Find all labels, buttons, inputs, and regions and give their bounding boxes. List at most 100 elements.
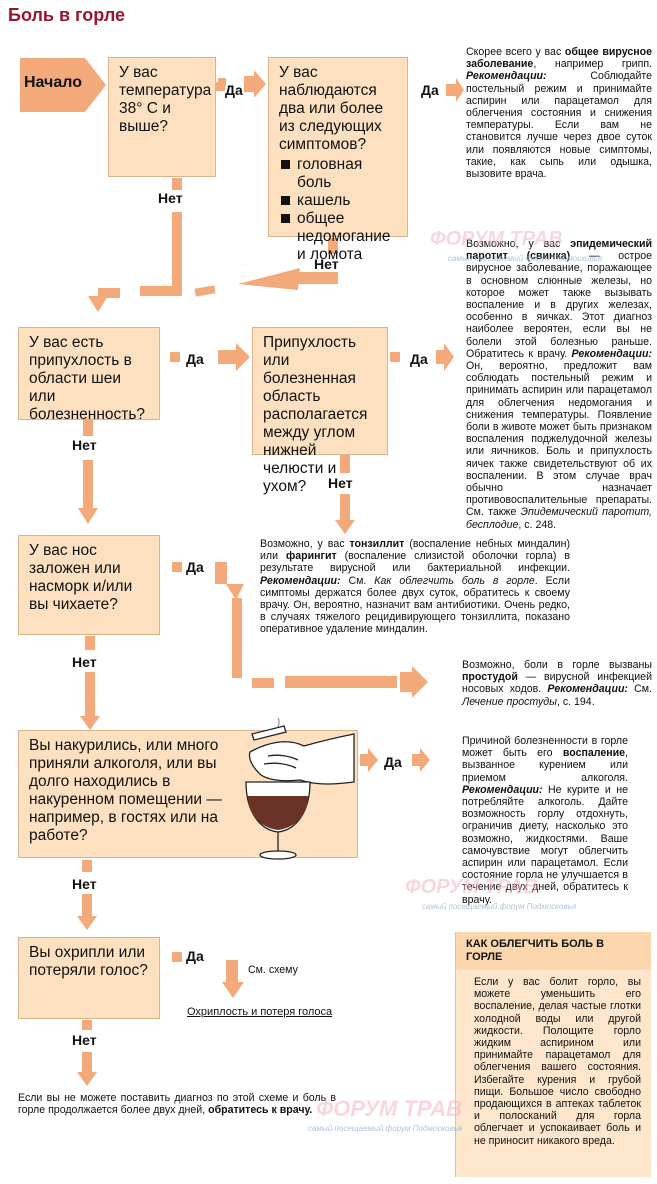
yes-label: Да — [186, 559, 204, 575]
connector — [285, 676, 397, 688]
cigarette-wine-illustration — [245, 717, 355, 860]
note-text: Возможно, боли в горле вызваны — [462, 659, 652, 671]
connector — [232, 598, 242, 678]
connector — [82, 860, 92, 872]
connector — [172, 178, 182, 190]
arrow-head — [77, 916, 97, 930]
note-text: — острое вирусное заболевание, поражающе… — [466, 250, 652, 360]
arrow-head — [218, 343, 250, 371]
note-text: — вирусной инфекцией носовых ходов. — [462, 671, 652, 696]
yes-label: Да — [384, 754, 402, 770]
note-text: , например грипп. — [533, 58, 652, 71]
arrow-head — [436, 343, 454, 371]
start-label: Начало — [24, 74, 82, 91]
yes-label: Да — [421, 82, 439, 98]
no-label: Нет — [314, 256, 339, 272]
watermark-slogan: самый посещаемый форум Подмосковья — [308, 1124, 463, 1133]
note-tonsillitis: Возможно, у вас тонзиллит (воспаление не… — [260, 538, 570, 636]
question-text: У вас температура 38° С и выше? — [119, 64, 212, 135]
question-text: Припухлость или болезненная область расп… — [263, 334, 368, 495]
connector — [298, 272, 338, 284]
note-diagnosis: тонзиллит — [349, 538, 405, 550]
no-label: Нет — [72, 876, 97, 892]
see-scheme-note: См. схему — [248, 964, 298, 976]
connector — [172, 212, 182, 290]
note-diagnosis: воспаление — [562, 747, 626, 760]
no-label: Нет — [158, 190, 183, 206]
connector — [82, 1052, 92, 1074]
question-text: У вас нос заложен или насморк и/или вы ч… — [29, 542, 133, 613]
note-inflammation: Причиной болезненности в горле может быт… — [462, 735, 628, 906]
note-viral-infection: Скорее всего у вас общее вирусное заболе… — [466, 46, 652, 180]
arrow-head — [244, 70, 266, 98]
note-text: Не курите и не потребляйте алкоголь. Дай… — [462, 783, 628, 906]
watermark-slogan: самый посещаемый форум Подмосковья — [448, 254, 603, 263]
connector — [215, 562, 227, 584]
sidebox-title: КАК ОБЛЕГЧИТЬ БОЛЬ В ГОРЛЕ — [456, 932, 651, 970]
note-rec-label: Рекомендации: — [571, 347, 652, 360]
arrow-head — [222, 982, 244, 998]
watermark-slogan: самый посещаемый форум Подмосковья — [422, 902, 577, 911]
arrow-head — [78, 508, 98, 524]
note-diagnosis: общее вирусное заболевание — [466, 46, 652, 71]
watermark-brand: ФОРУМ ТРАВ — [316, 1096, 462, 1121]
note-reference: Лечение простуды — [462, 695, 557, 708]
marker — [216, 82, 225, 91]
symptom-list: головная боль кашель общее недомогание и… — [279, 156, 397, 264]
arrow-head — [412, 748, 430, 772]
question-neck-swelling: У вас есть припухлость в области шеи или… — [18, 327, 160, 423]
symptom-item: общее недомогание и ломота — [279, 210, 397, 264]
connector — [252, 678, 274, 688]
note-text: , вызванное курением или приемом алкогол… — [462, 747, 628, 784]
note-rec-label: Рекомендации: — [547, 683, 628, 696]
note-text: . Если симптомы держатся более двух суто… — [260, 574, 571, 636]
connector — [390, 352, 400, 362]
sore-throat-relief-box: КАК ОБЛЕГЧИТЬ БОЛЬ В ГОРЛЕ Если у вас бо… — [455, 932, 651, 1177]
question-text: Вы охрипли или потеряли голос? — [29, 944, 148, 979]
connector — [172, 562, 182, 572]
page-title: Боль в горле — [8, 5, 126, 25]
connector — [83, 460, 93, 510]
question-text: У вас наблюдаются два или более из следу… — [279, 64, 384, 153]
watermark-brand: ФОРУМ ТРАВ — [405, 876, 538, 898]
note-text: Возможно, у вас — [260, 538, 350, 550]
arrow-head — [80, 716, 100, 730]
connector — [194, 285, 216, 297]
connector — [170, 352, 180, 362]
note-diagnosis: фарингит — [285, 550, 337, 563]
note-text: Он, вероятно, предложит вам соблюдать по… — [466, 360, 652, 519]
note-diagnosis: простудой — [462, 671, 518, 684]
connector — [340, 494, 350, 522]
no-label: Нет — [328, 475, 353, 491]
note-rec-label: Рекомендации: — [260, 574, 341, 587]
arrow-head — [446, 78, 464, 102]
watermark-brand: ФОРУМ ТРАВ — [430, 228, 563, 250]
connector — [83, 420, 93, 436]
note-rec-label: Рекомендации: — [466, 70, 547, 83]
symptom-item: головная боль — [279, 156, 397, 192]
note-text: Скорее всего у вас — [466, 46, 565, 58]
note-text: Причиной болезненности в горле может быт… — [462, 735, 628, 760]
arrow-head — [360, 748, 378, 772]
symptom-item: кашель — [279, 192, 397, 210]
connector — [85, 636, 95, 650]
note-text: , с. 194. — [556, 695, 595, 708]
note-text: Возможно, у вас — [466, 238, 571, 250]
note-text: , с. 248. — [518, 518, 557, 531]
final-note: Если вы не можете поставить диагноз по э… — [18, 1092, 336, 1116]
note-mumps: Возможно, у вас эпидемический паротит (с… — [466, 238, 652, 531]
arrow-head — [238, 268, 300, 290]
note-reference: Как облегчить боль в горле — [374, 574, 535, 587]
connector — [340, 455, 350, 473]
arrow-head — [77, 1072, 97, 1086]
note-diagnosis: эпидемический паротит (свинка) — [466, 238, 652, 263]
scheme-link-hoarseness[interactable]: Охриплость и потеря голоса — [187, 1006, 333, 1018]
connector — [82, 1020, 92, 1030]
question-nose: У вас нос заложен или насморк и/или вы ч… — [18, 535, 160, 635]
connector — [85, 672, 95, 718]
arrow-head — [88, 296, 108, 312]
sidebox-text: Если у вас болит горло, вы можете уменьш… — [474, 976, 641, 1147]
connector — [140, 286, 182, 296]
arrow-head — [226, 584, 244, 600]
